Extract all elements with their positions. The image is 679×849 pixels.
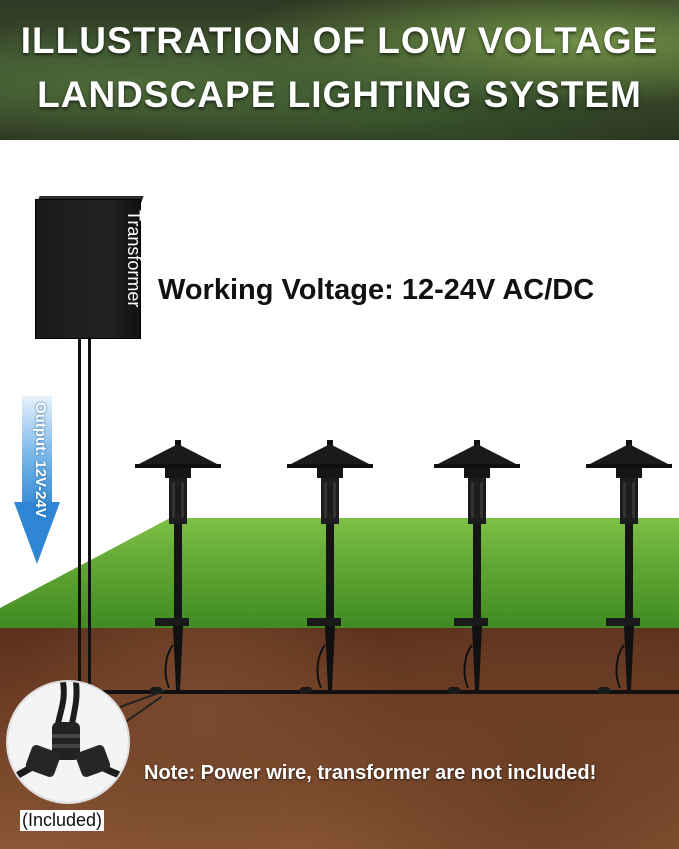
path-light-3	[432, 440, 522, 690]
transformer-wire-2	[88, 338, 91, 693]
path-light-icon	[434, 440, 520, 690]
output-voltage-label: Output: 12V-24V	[32, 402, 49, 518]
path-light-icon	[287, 440, 373, 690]
path-light-1	[133, 440, 223, 690]
underground-power-wire	[80, 690, 679, 694]
wire-connector	[150, 687, 162, 694]
title-line-2: LANDSCAPE LIGHTING SYSTEM	[37, 74, 642, 115]
wire-connector	[598, 687, 610, 694]
included-label: (Included)	[20, 810, 105, 831]
output-arrow-shaft	[22, 396, 52, 502]
path-light-2	[285, 440, 375, 690]
wire-connector	[300, 687, 312, 694]
header-banner	[0, 0, 679, 140]
connector-icon	[8, 682, 128, 784]
path-light-icon	[135, 440, 221, 690]
connector-detail-inset	[6, 680, 130, 804]
path-light-icon	[586, 440, 672, 690]
transformer-label: Transformer	[124, 210, 144, 308]
note-text: Note: Power wire, transformer are not in…	[144, 762, 597, 784]
transformer-wire-1	[78, 338, 81, 693]
transformer-box	[36, 200, 140, 338]
output-arrow-icon	[14, 502, 60, 564]
title-line-1: ILLUSTRATION OF LOW VOLTAGE	[20, 20, 659, 61]
wire-connector	[448, 687, 460, 694]
working-voltage-text: Working Voltage: 12-24V AC/DC	[158, 274, 595, 306]
path-light-4	[584, 440, 674, 690]
